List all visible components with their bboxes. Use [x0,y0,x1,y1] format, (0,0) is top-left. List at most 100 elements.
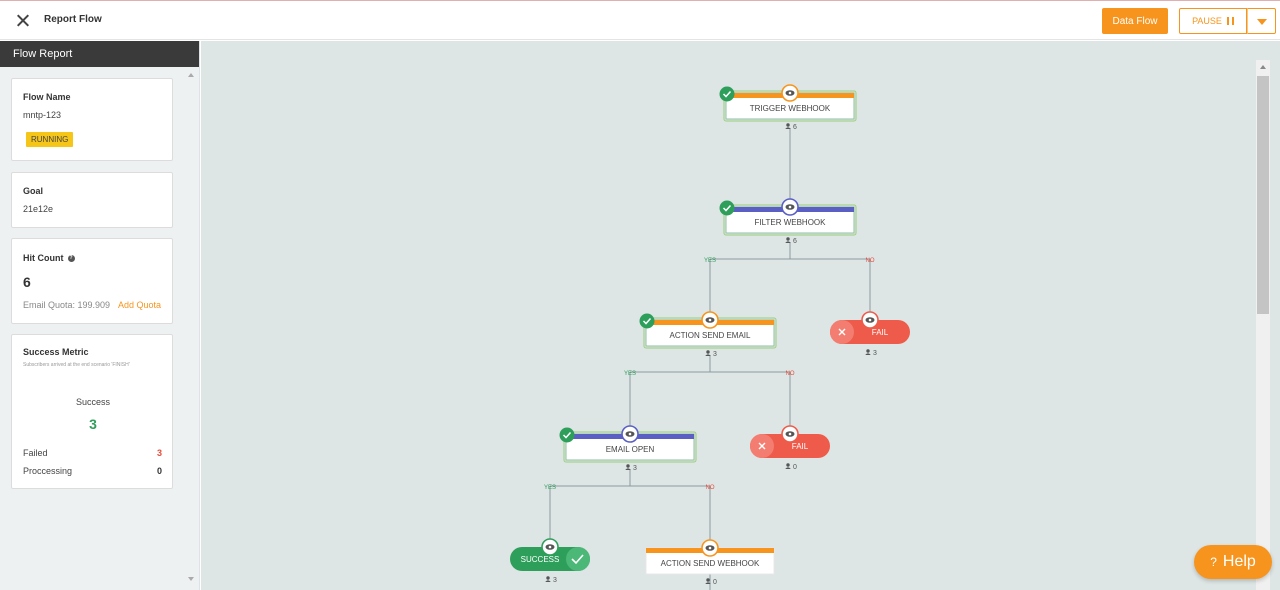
node-fail-1-label: FAIL [872,328,889,337]
eye-icon-pupil [548,545,552,549]
check-icon [559,427,575,443]
question-icon[interactable]: ? [67,255,75,262]
subscriber-count-value: 6 [793,238,797,245]
user-icon-body [545,580,551,582]
subscriber-count-value: 3 [553,577,557,584]
help-button[interactable]: ? Help [1194,545,1272,579]
close-icon-mark [838,328,846,336]
pause-label: PAUSE [1192,16,1222,26]
node-filter-label: FILTER WEBHOOK [755,218,827,227]
sidebar-title: Flow Report [0,41,199,67]
check-icon [639,313,655,329]
node-filter-count [785,237,791,243]
user-icon-body [785,241,791,243]
canvas-scrollbar-thumb[interactable] [1257,76,1269,314]
user-icon-body [865,353,871,355]
success-check-circle [566,547,590,571]
success-value: 3 [89,416,97,432]
eye-icon [541,538,559,556]
node-email-open-label: EMAIL OPEN [606,445,655,454]
eye-icon [781,84,799,102]
subscriber-count-value: 3 [713,351,717,358]
pause-icon [1226,17,1234,25]
user-icon-body [785,467,791,469]
user-icon-head [786,237,790,241]
branch-yes-label: YES [624,371,636,377]
processing-value: 0 [156,466,162,476]
check-icon-mark [642,317,652,325]
eye-icon [701,311,719,329]
question-icon: ? [1210,555,1217,569]
failed-value: 3 [156,448,162,458]
check-icon [719,86,735,102]
hit-count-label: Hit Count? [23,253,75,263]
page-title: Report Flow [44,14,102,25]
eye-icon [861,311,879,329]
node-send-email-label: ACTION SEND EMAIL [670,331,751,340]
eye-icon [781,198,799,216]
eye-icon [781,425,799,443]
user-icon-head [786,463,790,467]
close-icon [838,328,846,336]
user-icon-body [785,127,791,129]
user-icon-head [786,123,790,127]
success-metric-label: Success Metric [23,347,89,357]
subscriber-count-value: 3 [633,465,637,472]
subscriber-count-value: 3 [873,350,877,357]
flow-canvas[interactable] [201,41,1280,590]
flow-name-card: Flow Name mntp-123 RUNNING [11,78,173,161]
close-icon-mark [758,442,766,450]
check-icon-circle [639,313,655,329]
flow-name-label: Flow Name [23,92,71,102]
node-email-open-count [625,464,631,470]
node-fail-2-count [785,463,791,469]
subscriber-count-value: 0 [713,579,717,586]
flow-name-value: mntp-123 [23,110,62,120]
branch-yes-label: YES [544,485,556,491]
eye-icon-pupil [708,318,712,322]
scroll-up-arrow-icon[interactable] [1260,65,1266,69]
node-trigger-label: TRIGGER WEBHOOK [750,104,831,113]
add-quota-link[interactable]: Add Quota [118,300,162,310]
data-flow-button[interactable]: Data Flow [1102,8,1168,34]
scroll-down-icon[interactable] [188,577,194,581]
eye-icon-pupil [628,432,632,436]
eye-icon-pupil [788,432,792,436]
eye-icon [621,425,639,443]
node-success-label: SUCCESS [521,555,560,564]
branch-no-label: NO [866,258,875,264]
pause-button[interactable]: PAUSE [1179,8,1247,34]
email-quota-label: Email Quota: 199.909 [23,300,111,310]
eye-icon-pupil [868,318,872,322]
check-icon-circle [559,427,575,443]
check-icon-mark [562,431,572,439]
branch-yes-label: YES [704,258,716,264]
eye-icon-pupil [788,205,792,209]
subscriber-count-value: 0 [793,464,797,471]
status-badge: RUNNING [26,132,74,147]
branch-no-label: NO [786,371,795,377]
eye-icon-pupil [708,546,712,550]
check-icon-mark [722,204,732,212]
user-icon-head [546,576,550,580]
success-metric-subtitle: Subscribers arrived at the end scenario … [23,362,130,368]
check-icon [719,200,735,216]
success-label: Success [75,397,110,407]
check-icon-circle [719,200,735,216]
eye-icon [701,539,719,557]
user-icon-body [705,354,711,356]
node-trigger-count [785,123,791,129]
subscriber-count-value: 6 [793,124,797,131]
user-icon-head [626,464,630,468]
hit-count-card: Hit Count? 6 Email Quota: 199.909 Add Qu… [11,238,173,324]
check-icon [571,554,584,565]
node-fail-2-label: FAIL [792,442,809,451]
chevron-down-icon[interactable] [1247,8,1276,34]
user-icon-head [706,350,710,354]
scroll-up-icon[interactable] [188,73,194,77]
flow-report-sidebar: Flow Report Flow Name mntp-123 RUNNING G… [0,41,200,590]
node-success-count [545,576,551,582]
node-send-webhook-count [705,578,711,584]
help-label: Help [1222,553,1256,570]
